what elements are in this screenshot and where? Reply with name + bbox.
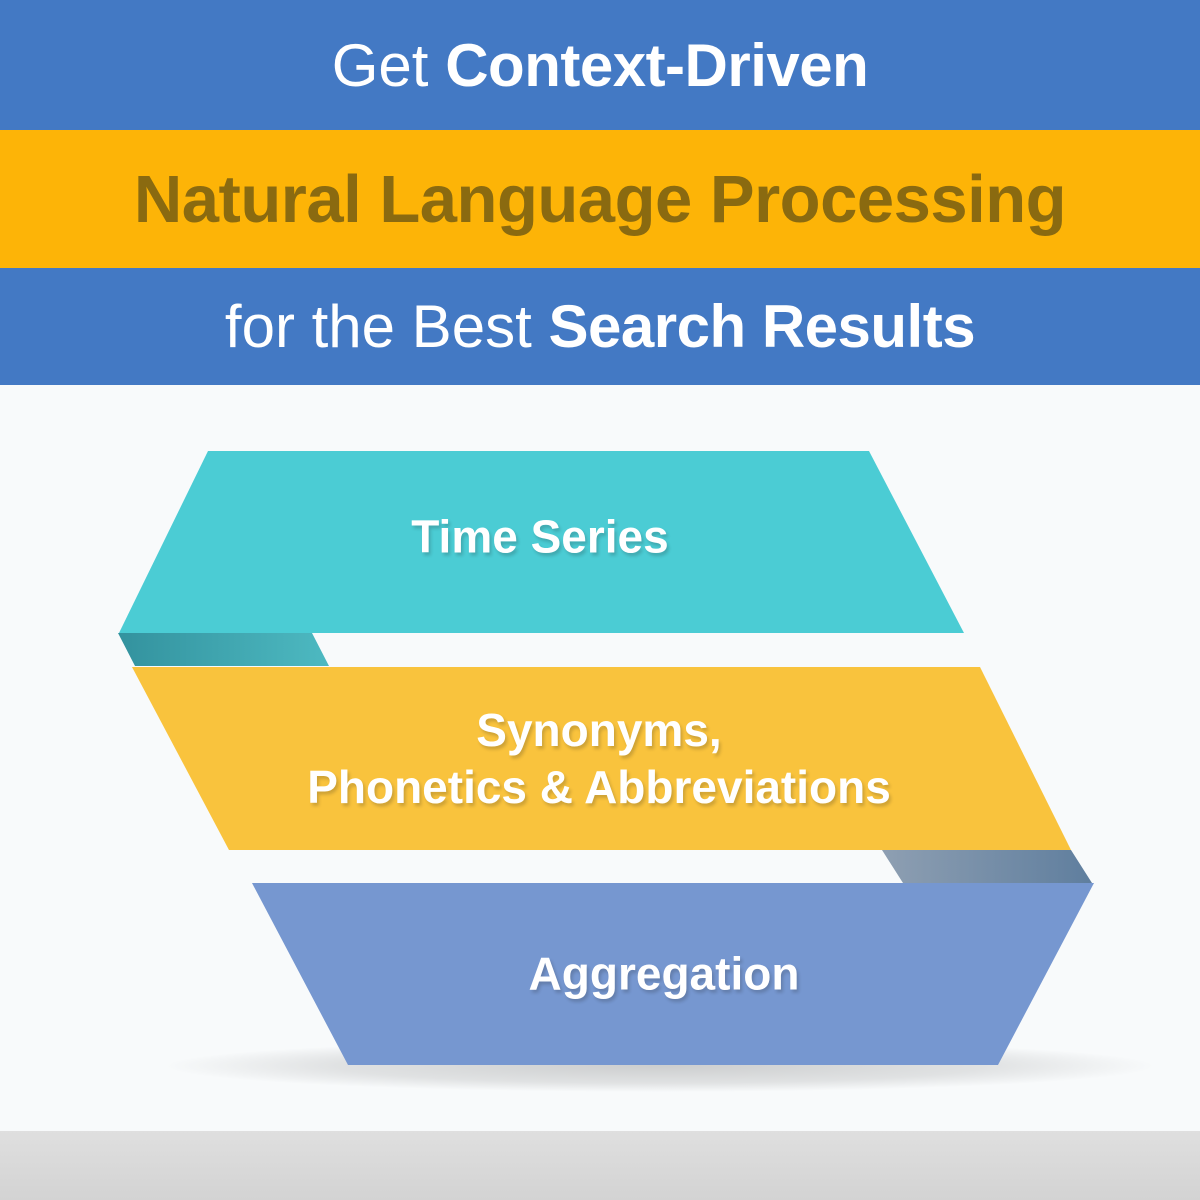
- header: Get Context-Driven Natural Language Proc…: [0, 0, 1200, 385]
- synonyms-band-shape: [132, 667, 1071, 850]
- teal-ribbon-fold: [118, 633, 329, 666]
- header-line3-bold: Search Results: [548, 293, 976, 360]
- footer-strip: [0, 1131, 1200, 1200]
- synonyms-label: Synonyms, Phonetics & Abbreviations: [307, 702, 891, 816]
- header-line1-bold: Context-Driven: [445, 31, 869, 99]
- header-line1-light: Get: [331, 31, 429, 99]
- aggregation-band-shape: [252, 883, 1094, 1065]
- time-series-band-shape: [119, 451, 964, 633]
- aggregation-label: Aggregation: [528, 947, 800, 1000]
- header-band-bottom: for the Best Search Results: [0, 268, 1200, 385]
- header-line2-text: Natural Language Processing: [133, 161, 1067, 237]
- header-band-top: Get Context-Driven: [0, 0, 1200, 130]
- header-band-middle: Natural Language Processing: [0, 130, 1200, 268]
- synonyms-label-line1: Synonyms,: [476, 704, 722, 756]
- header-line3-light: for the Best: [224, 293, 532, 360]
- synonyms-label-line2: Phonetics & Abbreviations: [307, 761, 891, 813]
- blue-ribbon-fold: [882, 850, 1092, 883]
- time-series-label: Time Series: [411, 510, 669, 563]
